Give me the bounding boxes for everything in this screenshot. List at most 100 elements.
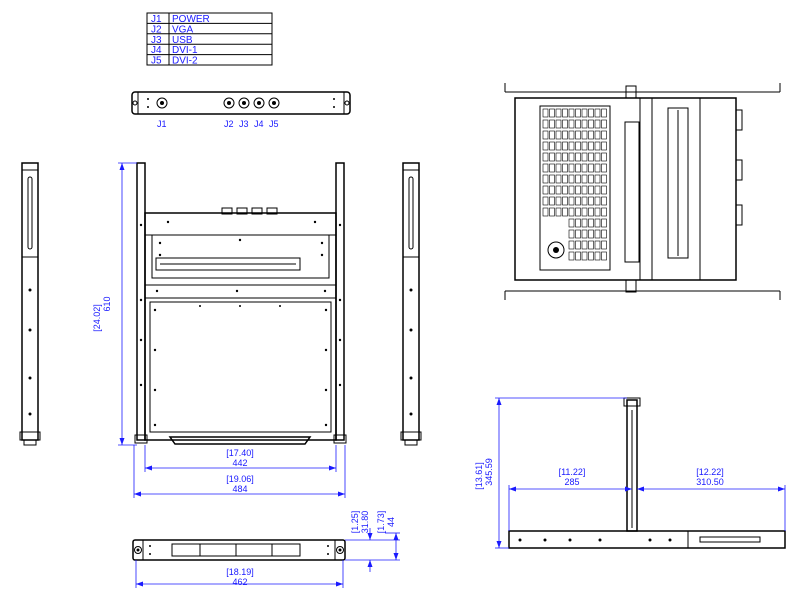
keyboard-key: [575, 185, 581, 195]
keyboard-key: [601, 185, 607, 195]
keyboard-key: [549, 152, 555, 162]
keyboard-key: [594, 174, 601, 184]
keyboard-key: [549, 185, 555, 195]
connector-j1: [156, 97, 168, 109]
keyboard-key: [594, 119, 601, 129]
keyboard-key: [601, 130, 607, 140]
keyboard-key: [575, 251, 581, 261]
keyboard-key: [581, 108, 588, 118]
keyboard-key: [588, 229, 594, 239]
keyboard-key: [588, 152, 594, 162]
keyboard-key: [588, 196, 594, 206]
dim-bottom-h1-imperial: [1.25]: [350, 511, 360, 534]
table-id-j3: J3: [151, 35, 162, 46]
keyboard-key: [581, 163, 588, 173]
keyboard-key: [542, 152, 549, 162]
dim-side-left-imperial: [11.22]: [559, 467, 586, 477]
keyboard-key: [581, 196, 588, 206]
keyboard-key: [601, 163, 607, 173]
connector-j2: [223, 97, 235, 109]
keyboard-key: [562, 207, 568, 217]
keyboard-key: [581, 130, 588, 140]
dim-bottom-width: [18.19] 462: [135, 560, 344, 588]
keyboard-key: [568, 251, 575, 261]
keyboard-key: [575, 240, 581, 250]
keyboard-key: [575, 218, 581, 228]
keyboard-key: [575, 119, 581, 129]
keyboard-key: [588, 218, 594, 228]
dim-side-height-imperial: [13.61]: [474, 462, 484, 490]
keyboard-key: [555, 163, 562, 173]
keyboard-key: [575, 207, 581, 217]
keyboard-key: [562, 185, 568, 195]
keyboard-key: [555, 141, 562, 151]
keyboard-key: [568, 141, 575, 151]
keyboard-key: [601, 119, 607, 129]
keyboard-key: [575, 141, 581, 151]
dim-side-left: [11.22] 285: [508, 467, 632, 531]
keyboard-key: [601, 174, 607, 184]
keyboard-key: [549, 196, 555, 206]
keyboard-key: [581, 119, 588, 129]
keyboard-key: [594, 196, 601, 206]
table-id-j5: J5: [151, 56, 162, 67]
keyboard-key: [594, 152, 601, 162]
front-view: [134, 162, 347, 445]
dim-front-height-metric: 610: [102, 296, 112, 311]
connector-j4: [253, 97, 265, 109]
keyboard-key: [555, 185, 562, 195]
keyboard-key: [601, 251, 607, 261]
keyboard-key: [542, 119, 549, 129]
keyboard-key: [581, 229, 588, 239]
keyboard-key: [601, 108, 607, 118]
keyboard-key: [588, 141, 594, 151]
keyboard-key: [601, 196, 607, 206]
table-name-vga: VGA: [172, 24, 193, 35]
dim-front-height-imperial: [24.02]: [92, 304, 102, 332]
keyboard-key: [568, 163, 575, 173]
table-name-usb: USB: [172, 35, 193, 46]
side-elevation: [508, 397, 786, 549]
keyboard-key: [542, 141, 549, 151]
keyboard-key: [594, 185, 601, 195]
keyboard-key: [581, 152, 588, 162]
connector-j3: [238, 97, 250, 109]
keyboard-key: [575, 174, 581, 184]
keyboard-key: [542, 163, 549, 173]
keyboard-key: [562, 196, 568, 206]
keyboard-keys: [542, 108, 607, 261]
keyboard-key: [555, 174, 562, 184]
keyboard-key: [581, 185, 588, 195]
table-id-j4: J4: [151, 45, 162, 56]
keyboard-key: [549, 119, 555, 129]
keyboard-key: [542, 196, 549, 206]
dim-side-height-metric: 345.59: [484, 458, 494, 486]
table-name-dvi2: DVI-2: [172, 56, 198, 67]
keyboard-key: [549, 108, 555, 118]
table-name-power: POWER: [172, 14, 210, 25]
keyboard-key: [575, 108, 581, 118]
keyboard-key: [601, 141, 607, 151]
keyboard-key: [568, 119, 575, 129]
keyboard-key: [581, 141, 588, 151]
keyboard-key: [601, 152, 607, 162]
keyboard-key: [575, 163, 581, 173]
keyboard-key: [549, 130, 555, 140]
keyboard-key: [588, 119, 594, 129]
keyboard-key: [581, 174, 588, 184]
dim-inner-width: [17.40] 442: [144, 445, 337, 472]
keyboard-key: [568, 207, 575, 217]
dim-front-height: [24.02] 610: [92, 162, 137, 446]
dim-outer-width-imperial: [19.06]: [226, 474, 254, 484]
keyboard-key: [575, 229, 581, 239]
keyboard-key: [542, 174, 549, 184]
keyboard-key: [588, 130, 594, 140]
keyboard-key: [581, 251, 588, 261]
keyboard-key: [555, 119, 562, 129]
dim-side-right: [12.22] 310.50: [637, 467, 786, 531]
keyboard-key: [562, 152, 568, 162]
keyboard-key: [568, 218, 575, 228]
dim-bottom-width-imperial: [18.19]: [226, 567, 254, 577]
keyboard-key: [588, 251, 594, 261]
